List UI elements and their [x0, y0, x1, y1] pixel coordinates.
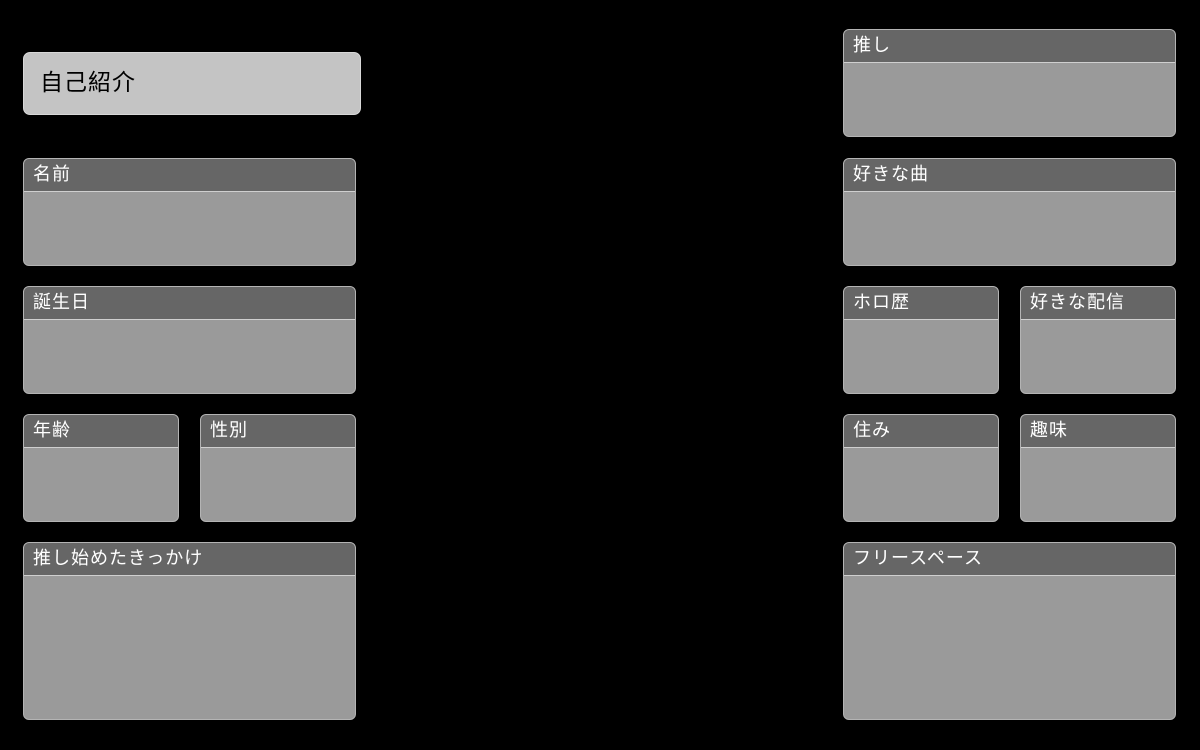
birthday-label: 誕生日 [24, 287, 355, 320]
age-label: 年齢 [24, 415, 178, 448]
favorite-stream-field[interactable] [1021, 320, 1175, 393]
residence-label: 住み [844, 415, 998, 448]
trigger-label: 推し始めたきっかけ [24, 543, 355, 576]
holo-history-field[interactable] [844, 320, 998, 393]
gender-card: 性別 [200, 414, 356, 522]
name-label: 名前 [24, 159, 355, 192]
free-space-field[interactable] [844, 576, 1175, 719]
name-field[interactable] [24, 192, 355, 265]
oshi-label: 推し [844, 30, 1175, 63]
page-title: 自己紹介 [23, 52, 361, 115]
holo-history-card: ホロ歴 [843, 286, 999, 394]
favorite-song-label: 好きな曲 [844, 159, 1175, 192]
trigger-field[interactable] [24, 576, 355, 719]
hobby-field[interactable] [1021, 448, 1175, 521]
free-space-card: フリースペース [843, 542, 1176, 720]
residence-card: 住み [843, 414, 999, 522]
gender-field[interactable] [201, 448, 355, 521]
name-card: 名前 [23, 158, 356, 266]
birthday-field[interactable] [24, 320, 355, 393]
hobby-label: 趣味 [1021, 415, 1175, 448]
age-field[interactable] [24, 448, 178, 521]
age-card: 年齢 [23, 414, 179, 522]
residence-field[interactable] [844, 448, 998, 521]
oshi-field[interactable] [844, 63, 1175, 136]
free-space-label: フリースペース [844, 543, 1175, 576]
favorite-stream-card: 好きな配信 [1020, 286, 1176, 394]
holo-history-label: ホロ歴 [844, 287, 998, 320]
oshi-card: 推し [843, 29, 1176, 137]
favorite-song-card: 好きな曲 [843, 158, 1176, 266]
favorite-stream-label: 好きな配信 [1021, 287, 1175, 320]
gender-label: 性別 [201, 415, 355, 448]
hobby-card: 趣味 [1020, 414, 1176, 522]
birthday-card: 誕生日 [23, 286, 356, 394]
trigger-card: 推し始めたきっかけ [23, 542, 356, 720]
favorite-song-field[interactable] [844, 192, 1175, 265]
